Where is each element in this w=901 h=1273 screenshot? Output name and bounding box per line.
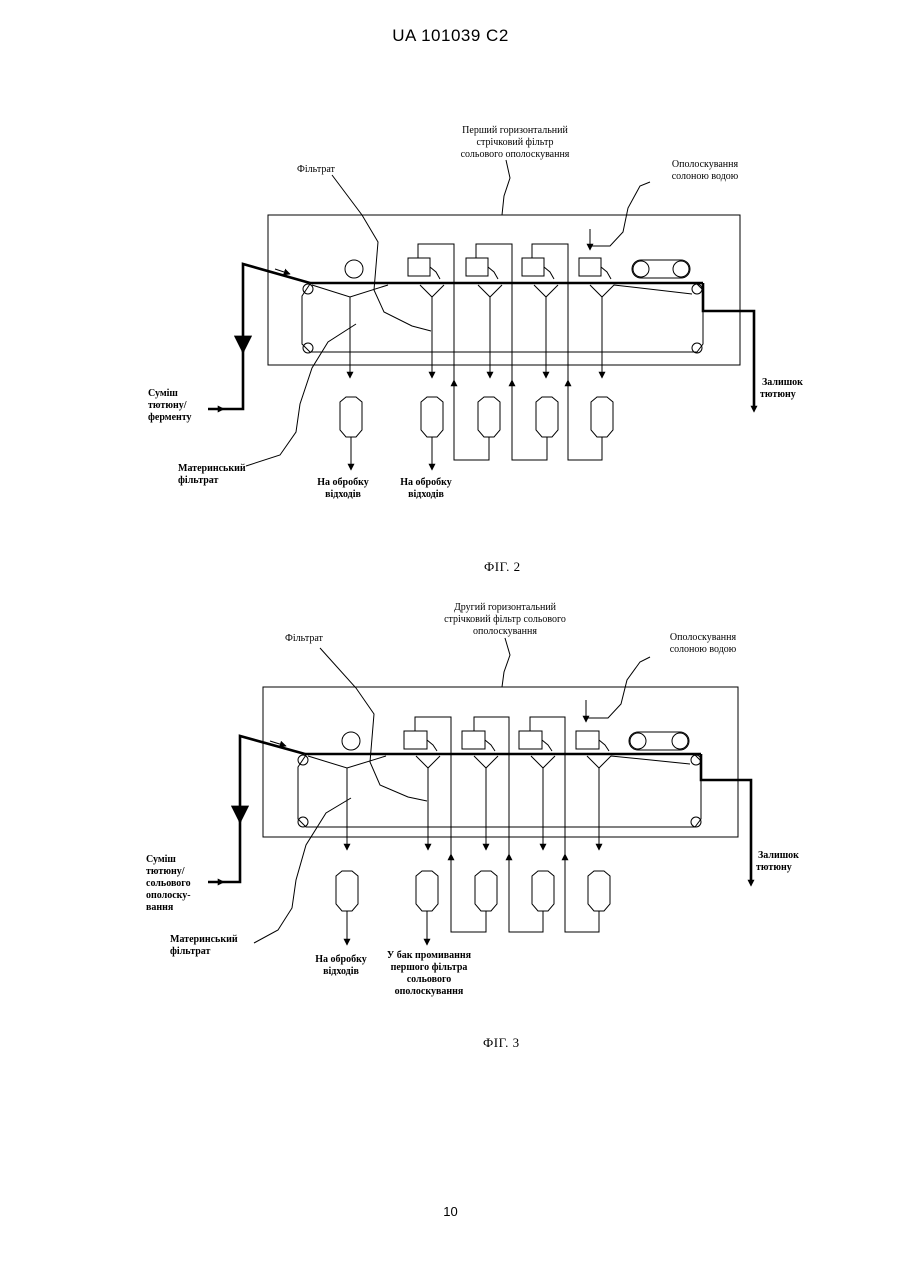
svg-text:фільтрат: фільтрат — [170, 946, 211, 957]
spray-nozzle-box — [519, 731, 542, 749]
spray-nozzle-box — [404, 731, 427, 749]
svg-text:Залишок: Залишок — [758, 850, 799, 861]
feed-line — [208, 736, 305, 882]
tank — [475, 871, 497, 911]
tank — [588, 871, 610, 911]
svg-text:ополоску-: ополоску- — [146, 890, 191, 901]
tank — [532, 871, 554, 911]
svg-text:ополоскування: ополоскування — [395, 986, 464, 997]
collection-funnel — [474, 756, 498, 768]
svg-text:вання: вання — [146, 902, 174, 913]
tank — [416, 871, 438, 911]
tank — [336, 871, 358, 911]
svg-text:Другий горизонтальний: Другий горизонтальний — [454, 602, 557, 613]
filtrate-label: Фільтрат — [285, 633, 324, 644]
page-number: 10 — [0, 1204, 901, 1219]
svg-text:ополоскування: ополоскування — [473, 626, 537, 637]
feed-roll — [342, 732, 360, 750]
tobacco-residue-label: Залишок тютюну — [756, 850, 799, 873]
rinse-label: Ополоскування солоною водою — [670, 632, 737, 655]
svg-text:тютюну/: тютюну/ — [146, 866, 185, 877]
svg-text:сольового: сольового — [146, 878, 191, 889]
waste-treatment-label: На обробку відходів — [315, 954, 366, 977]
spray-nozzle-box — [462, 731, 485, 749]
collection-funnel — [308, 756, 386, 768]
rinse-tank-label: У бак промивання першого фільтра сольово… — [387, 950, 472, 997]
residue-line — [701, 754, 751, 882]
svg-text:солоною водою: солоною водою — [670, 644, 737, 655]
belt-return-loop — [298, 755, 701, 827]
feed-mixture-label: Суміш тютюну/ сольового ополоску- вання — [146, 854, 191, 913]
spray-nozzle-box — [576, 731, 599, 749]
belt-roller — [298, 817, 308, 827]
svg-text:відходів: відходів — [323, 966, 359, 977]
svg-text:тютюну: тютюну — [756, 862, 792, 873]
collection-funnel — [587, 756, 690, 768]
svg-text:стрічковий фільтр сольового: стрічковий фільтр сольового — [444, 614, 566, 625]
figure-3-caption: ФІГ. 3 — [483, 1035, 520, 1051]
figure-3-diagram: Другий горизонтальний стрічковий фільтр … — [0, 0, 901, 1010]
svg-text:У бак промивання: У бак промивання — [387, 950, 472, 961]
collection-funnel — [531, 756, 555, 768]
svg-text:першого фільтра: першого фільтра — [391, 962, 468, 973]
collection-funnel — [416, 756, 440, 768]
svg-text:Суміш: Суміш — [146, 854, 176, 865]
svg-text:На обробку: На обробку — [315, 954, 366, 965]
svg-text:Ополоскування: Ополоскування — [670, 632, 737, 643]
discharge-roller — [629, 732, 689, 750]
mother-filtrate-label: Материнський фільтрат — [170, 934, 238, 957]
figure-title: Другий горизонтальний стрічковий фільтр … — [444, 602, 566, 637]
svg-text:Материнський: Материнський — [170, 934, 238, 945]
svg-text:сольового: сольового — [407, 974, 452, 985]
